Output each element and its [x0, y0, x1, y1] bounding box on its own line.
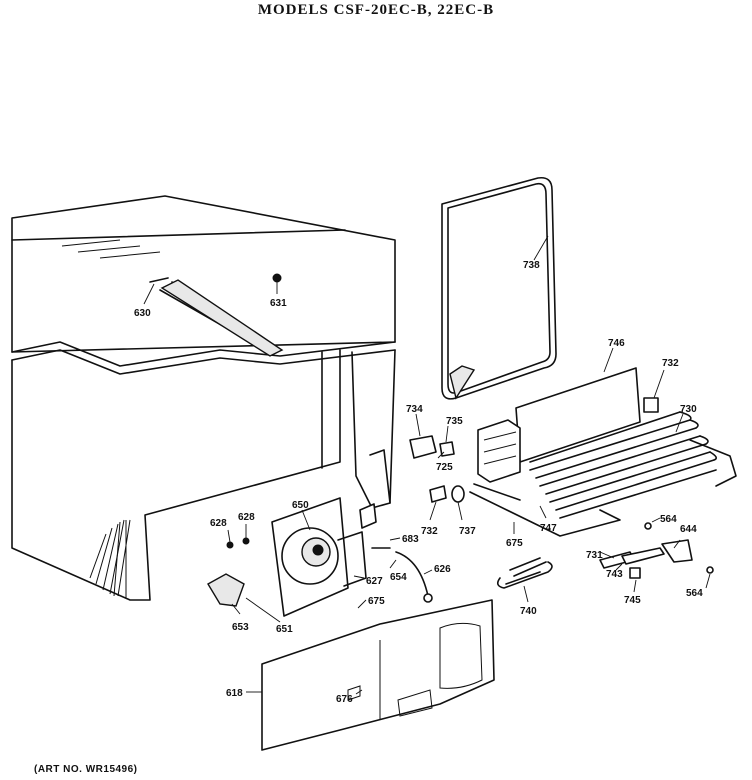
callout-651: 651 [276, 624, 293, 635]
callout-618: 618 [226, 688, 243, 699]
callout-564a: 564 [660, 514, 677, 525]
callout-732: 732 [662, 358, 679, 369]
callout-626: 626 [434, 564, 451, 575]
callout-731: 731 [586, 550, 603, 561]
art-number: (ART NO. WR15496) [34, 764, 138, 775]
condenser-coils [529, 411, 737, 519]
callout-650: 650 [292, 500, 309, 511]
callout-675b: 675 [368, 596, 385, 607]
small-parts-right [409, 435, 714, 589]
callout-732b: 732 [421, 526, 438, 537]
callout-630: 630 [134, 308, 151, 319]
callout-730: 730 [680, 404, 697, 415]
callout-737: 737 [459, 526, 476, 537]
callout-740: 740 [520, 606, 537, 617]
callout-738: 738 [523, 260, 540, 271]
fan-motor-assembly [207, 497, 433, 617]
callout-631: 631 [270, 298, 287, 309]
callout-628b: 628 [238, 512, 255, 523]
diagram-title: MODELS CSF-20EC-B, 22EC-B [257, 2, 495, 18]
condenser-assembly [469, 367, 737, 537]
door-gasket [441, 176, 557, 400]
callout-745: 745 [624, 595, 641, 606]
callout-644: 644 [680, 524, 697, 535]
callout-627: 627 [366, 576, 383, 587]
callout-734: 734 [406, 404, 423, 415]
callout-735: 735 [446, 416, 463, 427]
callout-676: 676 [336, 694, 353, 705]
callouts: 738 746 732 730 734 735 725 732 737 747 … [134, 235, 711, 705]
callout-747: 747 [540, 523, 557, 534]
callout-564b: 564 [686, 588, 703, 599]
callout-746: 746 [608, 338, 625, 349]
callout-743: 743 [606, 569, 623, 580]
callout-725: 725 [436, 462, 453, 473]
callout-628a: 628 [210, 518, 227, 529]
callout-675a: 675 [506, 538, 523, 549]
callout-653: 653 [232, 622, 249, 633]
callout-683: 683 [402, 534, 419, 545]
callout-654: 654 [390, 572, 407, 583]
rear-cover-panel [261, 599, 495, 751]
